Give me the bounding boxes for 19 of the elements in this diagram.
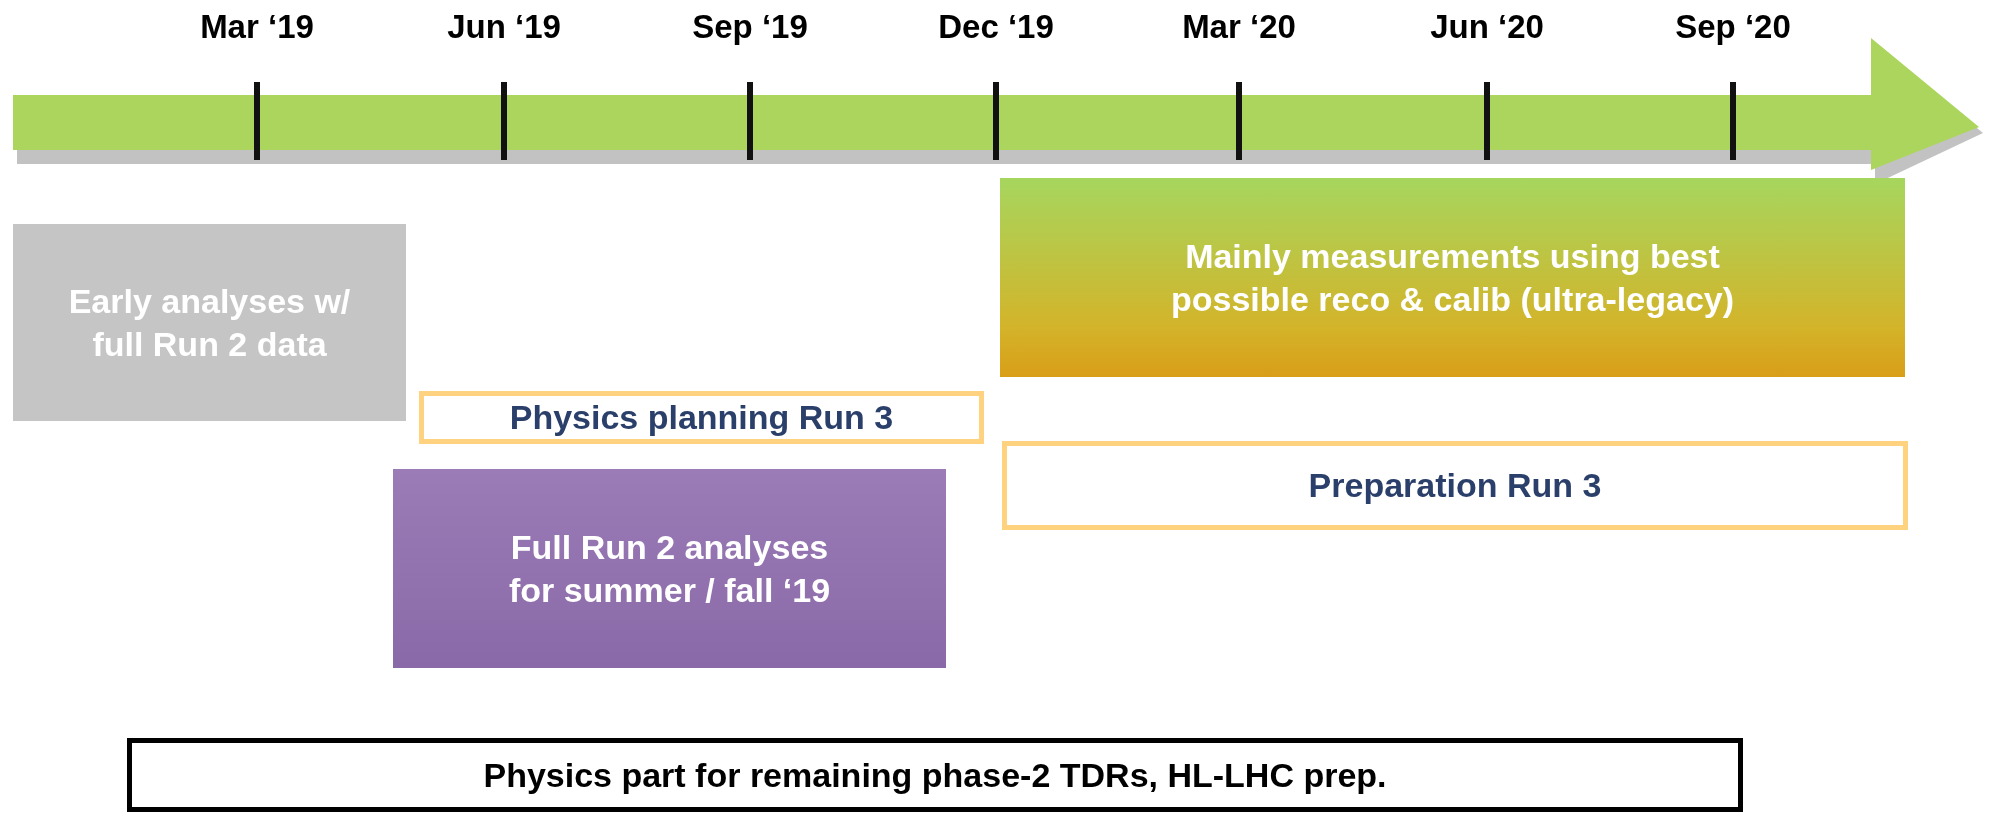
bar-label: Mainly measurements using best possible reco & calib (ultra-legacy) xyxy=(1169,236,1736,320)
bar-label: Early analyses w/ full Run 2 data xyxy=(67,281,352,365)
upgrade-bar xyxy=(127,738,1743,812)
analysis-bar xyxy=(393,469,946,668)
date-label: Mar ‘19 xyxy=(199,8,315,46)
date-label: Sep ‘20 xyxy=(1674,8,1792,46)
preparation-bar xyxy=(1002,441,1908,530)
date-label: Jun ‘19 xyxy=(446,8,562,46)
bar-label: Physics part for remaining phase-2 TDRs, HL-LHC prep. xyxy=(483,754,1387,796)
analysis-bar xyxy=(13,224,406,421)
date-label: Jun ‘20 xyxy=(1429,8,1545,46)
measurement-bar xyxy=(1000,178,1905,377)
planning-bar xyxy=(419,391,984,444)
date-label: Dec ‘19 xyxy=(937,8,1055,46)
bar-label: Physics planning Run 3 xyxy=(509,397,894,439)
bar-label: Preparation Run 3 xyxy=(1308,465,1602,507)
date-label: Sep ‘19 xyxy=(691,8,809,46)
bar-label: Full Run 2 analyses for summer / fall ‘19 xyxy=(507,527,832,611)
date-label: Mar ‘20 xyxy=(1181,8,1297,46)
